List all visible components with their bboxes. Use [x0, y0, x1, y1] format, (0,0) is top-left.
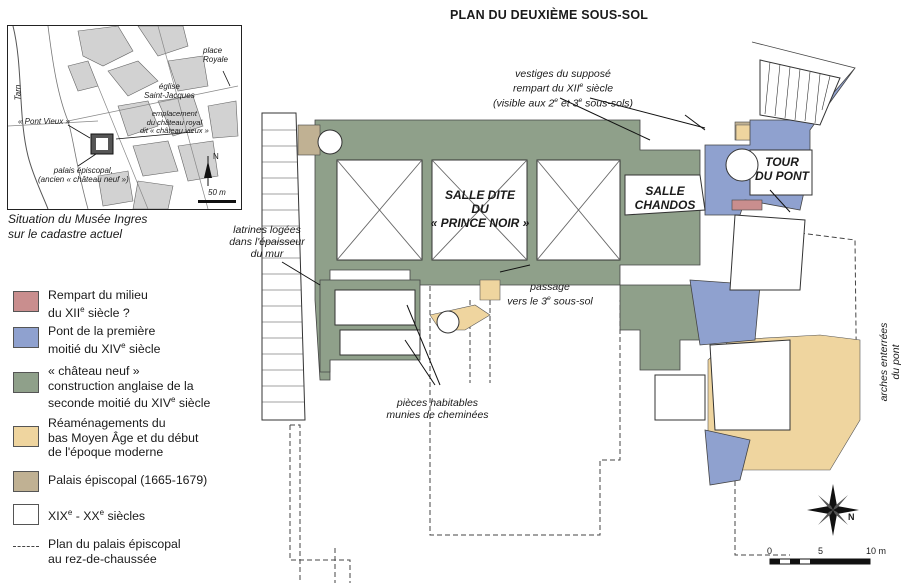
pieces-l2: munies de cheminées	[386, 409, 489, 421]
inset-north-label: N	[213, 152, 219, 161]
inset-map: place Royale église Saint-Jacques emplac…	[7, 25, 242, 210]
spiral-stair-west	[317, 129, 343, 155]
legend-text-pont: Pont de la première moitié du XIVe siècl…	[48, 324, 160, 356]
latrines-l3: du mur	[250, 248, 284, 260]
passage-l1: passage	[530, 281, 570, 293]
chandos-l1: SALLE	[645, 184, 685, 198]
vestiges-l1: vestiges du supposé	[515, 68, 611, 80]
legend-text-rempart: Rempart du milieu du XIIe siècle ?	[48, 288, 148, 320]
inset-scale-label: 50 m	[208, 188, 226, 197]
prince-noir-l2: DU	[471, 202, 489, 216]
room-label-tour-du-pont: TOUR DU PONT	[752, 155, 812, 183]
annotation-leaders	[281, 97, 791, 386]
scale-label-0: 0	[767, 546, 773, 556]
caption-line-1: Situation du Musée Ingres	[8, 212, 148, 226]
tour-du-pont-stripes	[764, 61, 831, 124]
legend-plan-l1: Plan du palais épiscopal	[48, 537, 181, 551]
legend-text-plan-rdc: Plan du palais épiscopal au rez-de-chaus…	[48, 537, 181, 566]
legend-rempart-l1: Rempart du milieu	[48, 288, 148, 302]
rempart-segment	[731, 199, 763, 211]
inset-scale-bar	[198, 200, 236, 203]
label-place: place	[203, 46, 223, 55]
legend-text-chateau-neuf: « château neuf » construction anglaise d…	[48, 364, 210, 411]
chandos-l2: CHANDOS	[634, 198, 696, 212]
latrines-l1: latrines logées	[233, 224, 301, 236]
legend-pont-l2: moitié du XIVe siècle	[48, 340, 161, 356]
legend-text-reamenagements: Réaménagements du bas Moyen Âge et du dé…	[48, 416, 198, 460]
legend-swatch-pont	[13, 327, 39, 348]
legend-ream-l3: de l'époque moderne	[48, 445, 164, 459]
caption-line-2: sur le cadastre actuel	[8, 227, 123, 241]
legend-swatch-reamenagements	[13, 426, 39, 447]
annotation-vestiges: vestiges du supposé rempart du XIIe sièc…	[478, 68, 648, 109]
annotation-passage: passage vers le 3e sous-sol	[500, 281, 600, 308]
annotation-arches: arches enterrées du pont	[878, 312, 902, 412]
passage-l2: vers le 3e sous-sol	[507, 295, 593, 308]
chimney-apse	[436, 310, 460, 334]
inset-north-arrow	[204, 156, 212, 186]
label-palais: palais épiscopal,	[53, 166, 113, 175]
scale-label-10m: 10 m	[866, 546, 887, 556]
legend: Rempart du milieu du XIIe siècle ? Pont …	[0, 0, 250, 583]
legend-rempart-l2: du XIIe siècle ?	[48, 304, 130, 320]
vestiges-l3: (visible aux 2e et 3e sous-sols)	[492, 96, 634, 109]
legend-ream-l2: bas Moyen Âge et du début	[48, 430, 199, 445]
legend-palais-l1: Palais épiscopal (1665-1679)	[48, 473, 208, 487]
scale-label-5: 5	[818, 546, 824, 556]
legend-swatch-chateau-neuf	[13, 372, 39, 393]
legend-chateau-l2: construction anglaise de la	[48, 378, 194, 393]
room-label-prince-noir: SALLE DITE DU « PRINCE NOIR »	[425, 188, 535, 230]
latrines-l2: dans l'épaisseur	[229, 236, 305, 248]
map-title: PLAN DU DEUXIÈME SOUS-SOL	[450, 8, 649, 22]
compass-rose	[807, 484, 859, 536]
annotation-latrines: latrines logées dans l'épaisseur du mur	[222, 224, 312, 260]
compass-north-label: N	[848, 512, 855, 522]
label-chateau-royal: du château royal	[146, 117, 203, 127]
label-eglise: église	[158, 82, 180, 91]
tour-l1: TOUR	[765, 155, 799, 169]
legend-xix-xx-l1: XIXe - XXe siècles	[48, 508, 146, 524]
legend-plan-l2: au rez-de-chaussée	[48, 551, 157, 566]
prince-noir-l3: « PRINCE NOIR »	[430, 216, 530, 230]
prince-noir-l1: SALLE DITE	[444, 188, 515, 202]
spiral-stair-tower	[725, 148, 759, 182]
label-chateau-vieux: dit « château vieux »	[140, 126, 209, 135]
pieces-l1: pièces habitables	[396, 397, 479, 409]
arches-l1: arches enterrées	[878, 322, 890, 402]
legend-swatch-dashed	[13, 546, 39, 547]
inset-caption: Situation du Musée Ingres sur le cadastr…	[8, 212, 147, 242]
label-emplacement: emplacement	[151, 109, 197, 118]
label-pont-vieux: « Pont Vieux »	[18, 117, 70, 126]
legend-pont-l1: Pont de la première	[48, 324, 156, 338]
legend-swatch-palais	[13, 471, 39, 492]
label-saint-jacques: Saint-Jacques	[144, 91, 195, 100]
legend-chateau-l1: « château neuf »	[48, 364, 140, 378]
tour-l2: DU PONT	[755, 169, 809, 183]
vault-lines	[336, 159, 621, 261]
inset-map-drawing	[8, 26, 239, 209]
label-royale: Royale	[203, 55, 228, 64]
arches-l2: du pont	[890, 344, 902, 380]
legend-swatch-xix-xx	[13, 504, 39, 525]
annotation-pieces: pièces habitables munies de cheminées	[375, 397, 500, 421]
legend-ream-l1: Réaménagements du	[48, 416, 166, 430]
legend-chateau-l3: seconde moitié du XIVe siècle	[48, 395, 211, 411]
legend-swatch-rempart	[13, 291, 39, 312]
label-ancien-chateau: (ancien « château neuf »)	[38, 175, 129, 184]
vestiges-l2: rempart du XIIe siècle	[512, 82, 614, 95]
room-label-chandos: SALLE CHANDOS	[630, 184, 700, 212]
west-staircase	[261, 112, 306, 421]
white-rooms	[334, 59, 841, 431]
scale-bar	[769, 558, 871, 565]
